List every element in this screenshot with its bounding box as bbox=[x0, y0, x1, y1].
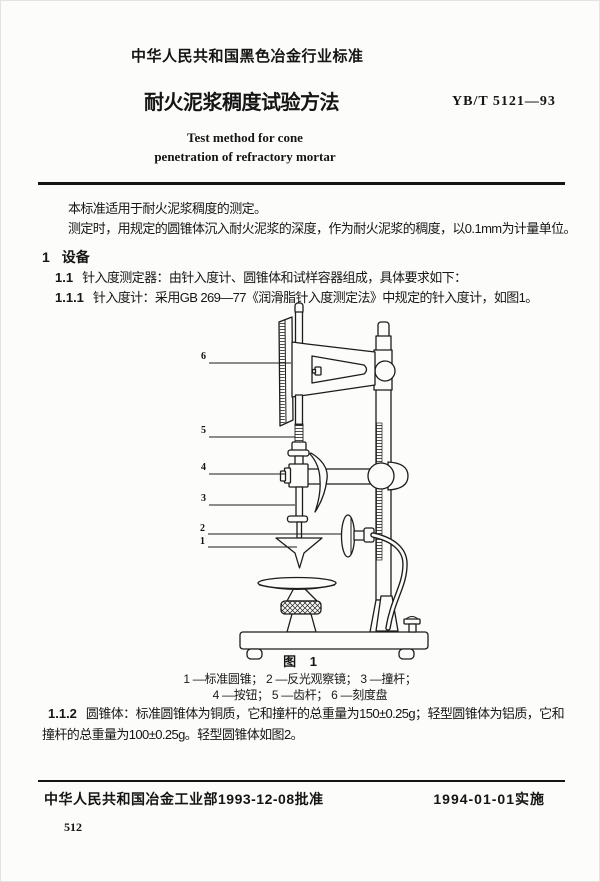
english-title-line1: Test method for cone bbox=[187, 130, 303, 145]
label-4: 4 bbox=[201, 462, 206, 473]
implementation-line: 1994-01-01实施 bbox=[433, 791, 545, 807]
standard-number: YB/T 5121—93 bbox=[452, 94, 556, 109]
clause-1-1-1-number: 1.1.1 bbox=[55, 290, 84, 305]
label-3: 3 bbox=[201, 493, 206, 504]
rack-teeth bbox=[376, 422, 383, 561]
approval-line: 中华人民共和国冶金工业部1993-12-08批准 bbox=[44, 791, 324, 807]
figure-legend-line2: 4 —按钮； 5 —齿杆； 6 —刻度盘 bbox=[212, 688, 388, 702]
section-1-label: 设备 bbox=[61, 249, 90, 265]
clause-1-1-1-text: 针入度计：采用GB 269—77《润滑脂针入度测定法》中规定的针入度计，如图1。 bbox=[92, 290, 538, 305]
clause-1-1-2-text: 圆锥体：标准圆锥体为铜质，它和撞杆的总重量为150±0.25g；轻型圆锥体为铝质… bbox=[42, 706, 565, 742]
plunger-rod bbox=[286, 486, 309, 539]
base-plate bbox=[239, 616, 429, 660]
english-title-line2: penetration of refractory mortar bbox=[154, 149, 336, 164]
header-rule bbox=[38, 182, 565, 185]
measurement-paragraph: 测定时，用规定的圆锥体沉入耐火泥浆的深度，作为耐火泥浆的稠度，以0.1mm为计量… bbox=[68, 221, 577, 236]
sample-table bbox=[257, 576, 337, 633]
clause-1-1-number: 1.1 bbox=[55, 270, 74, 285]
figure-caption: 图 1 bbox=[283, 654, 317, 669]
standard-org-line: 中华人民共和国黑色冶金行业标准 bbox=[131, 48, 364, 65]
clause-1-1-text: 针入度测定器：由针入度计、圆锥体和试样容器组成，具体要求如下： bbox=[82, 270, 467, 285]
observation-mirror bbox=[340, 514, 408, 632]
figure-labels: 6 5 4 3 2 1 bbox=[200, 351, 341, 548]
label-1: 1 bbox=[200, 536, 205, 547]
clause-1-1-2-number: 1.1.2 bbox=[48, 706, 77, 721]
release-lever bbox=[309, 452, 328, 513]
clause-1-1-1: 1.1.1 针入度计：采用GB 269—77《润滑脂针入度测定法》中规定的针入度计… bbox=[55, 288, 538, 307]
label-5: 5 bbox=[201, 425, 206, 436]
knurled-knob bbox=[280, 600, 322, 615]
rack-rod bbox=[287, 394, 310, 466]
clause-1-1: 1.1 针入度测定器：由针入度计、圆锥体和试样容器组成，具体要求如下： bbox=[55, 268, 467, 287]
document-title: 耐火泥浆稠度试验方法 bbox=[144, 92, 340, 114]
page-number: 512 bbox=[64, 820, 82, 834]
english-title: Test method for cone penetration of refr… bbox=[100, 128, 390, 166]
plunger-holder bbox=[279, 452, 328, 513]
footer-rule bbox=[38, 780, 565, 782]
standard-cone bbox=[275, 537, 323, 569]
label-6: 6 bbox=[201, 351, 206, 362]
leveling-screw bbox=[403, 618, 421, 625]
section-1-heading: 1 设备 bbox=[42, 247, 90, 267]
dial-plate bbox=[278, 302, 376, 427]
figure-legend-line1: 1 —标准圆锥； 2 —反光观察镜； 3 —撞杆； bbox=[183, 672, 417, 686]
scope-paragraph: 本标准适用于耐火泥浆稠度的测定。 bbox=[68, 201, 267, 216]
penetrometer-diagram: 6 5 4 3 2 1 bbox=[200, 302, 429, 660]
section-1-number: 1 bbox=[42, 249, 50, 265]
label-2: 2 bbox=[200, 523, 205, 534]
